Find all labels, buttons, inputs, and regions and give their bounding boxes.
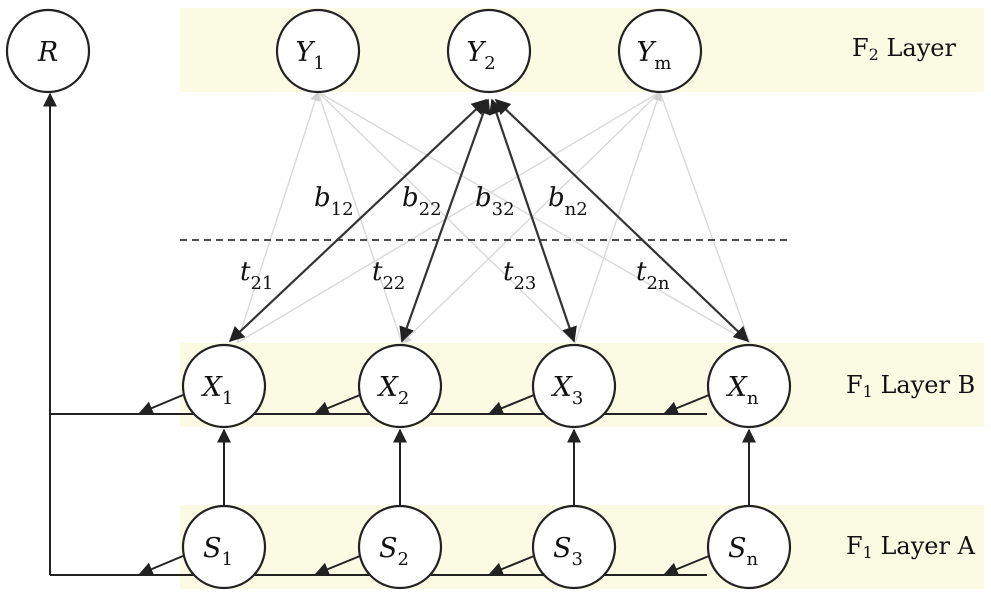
weight-t22: t22	[372, 257, 405, 294]
y-node-m: Ym	[617, 8, 703, 94]
reset-node: R	[5, 8, 91, 94]
f1-layer-a-label: F1 Layer A	[846, 532, 976, 562]
x-node-n: Xn	[706, 343, 792, 429]
svg-text:Y1: Y1	[295, 37, 324, 74]
weight-t21: t21	[240, 257, 273, 294]
svg-text:S3: S3	[553, 533, 583, 570]
svg-text:Sn: Sn	[728, 533, 759, 570]
weight-b12: b12	[314, 183, 354, 220]
svg-text:X1: X1	[201, 372, 234, 409]
svg-text:Y2: Y2	[466, 37, 495, 74]
y-node-1: Y1	[275, 8, 361, 94]
f1-layer-b-label: F1 Layer B	[846, 371, 975, 401]
svg-text:Xn: Xn	[726, 372, 759, 409]
weight-t23: t23	[503, 257, 536, 294]
y2-connections	[228, 98, 750, 343]
weight-t2n: t2n	[636, 257, 670, 294]
s-node-n: Sn	[706, 504, 792, 590]
weight-b32: b32	[475, 183, 515, 220]
svg-text:R: R	[37, 37, 58, 68]
y-node-2: Y2	[446, 8, 532, 94]
x-node-1: X1	[181, 343, 267, 429]
s-node-1: S1	[181, 504, 267, 590]
svg-text:Ym: Ym	[637, 37, 672, 74]
x-node-3: X3	[531, 343, 617, 429]
svg-text:S2: S2	[379, 533, 409, 570]
f2-layer-label: F2 Layer	[852, 34, 956, 64]
svg-text:X3: X3	[551, 372, 584, 409]
weight-b22: b22	[402, 183, 442, 220]
weight-bn2: bn2	[548, 183, 588, 220]
s-node-2: S2	[357, 504, 443, 590]
x-node-2: X2	[357, 343, 443, 429]
svg-text:S1: S1	[203, 533, 233, 570]
s-node-3: S3	[531, 504, 617, 590]
svg-text:X2: X2	[377, 372, 410, 409]
s-to-x-arrows	[217, 428, 756, 505]
